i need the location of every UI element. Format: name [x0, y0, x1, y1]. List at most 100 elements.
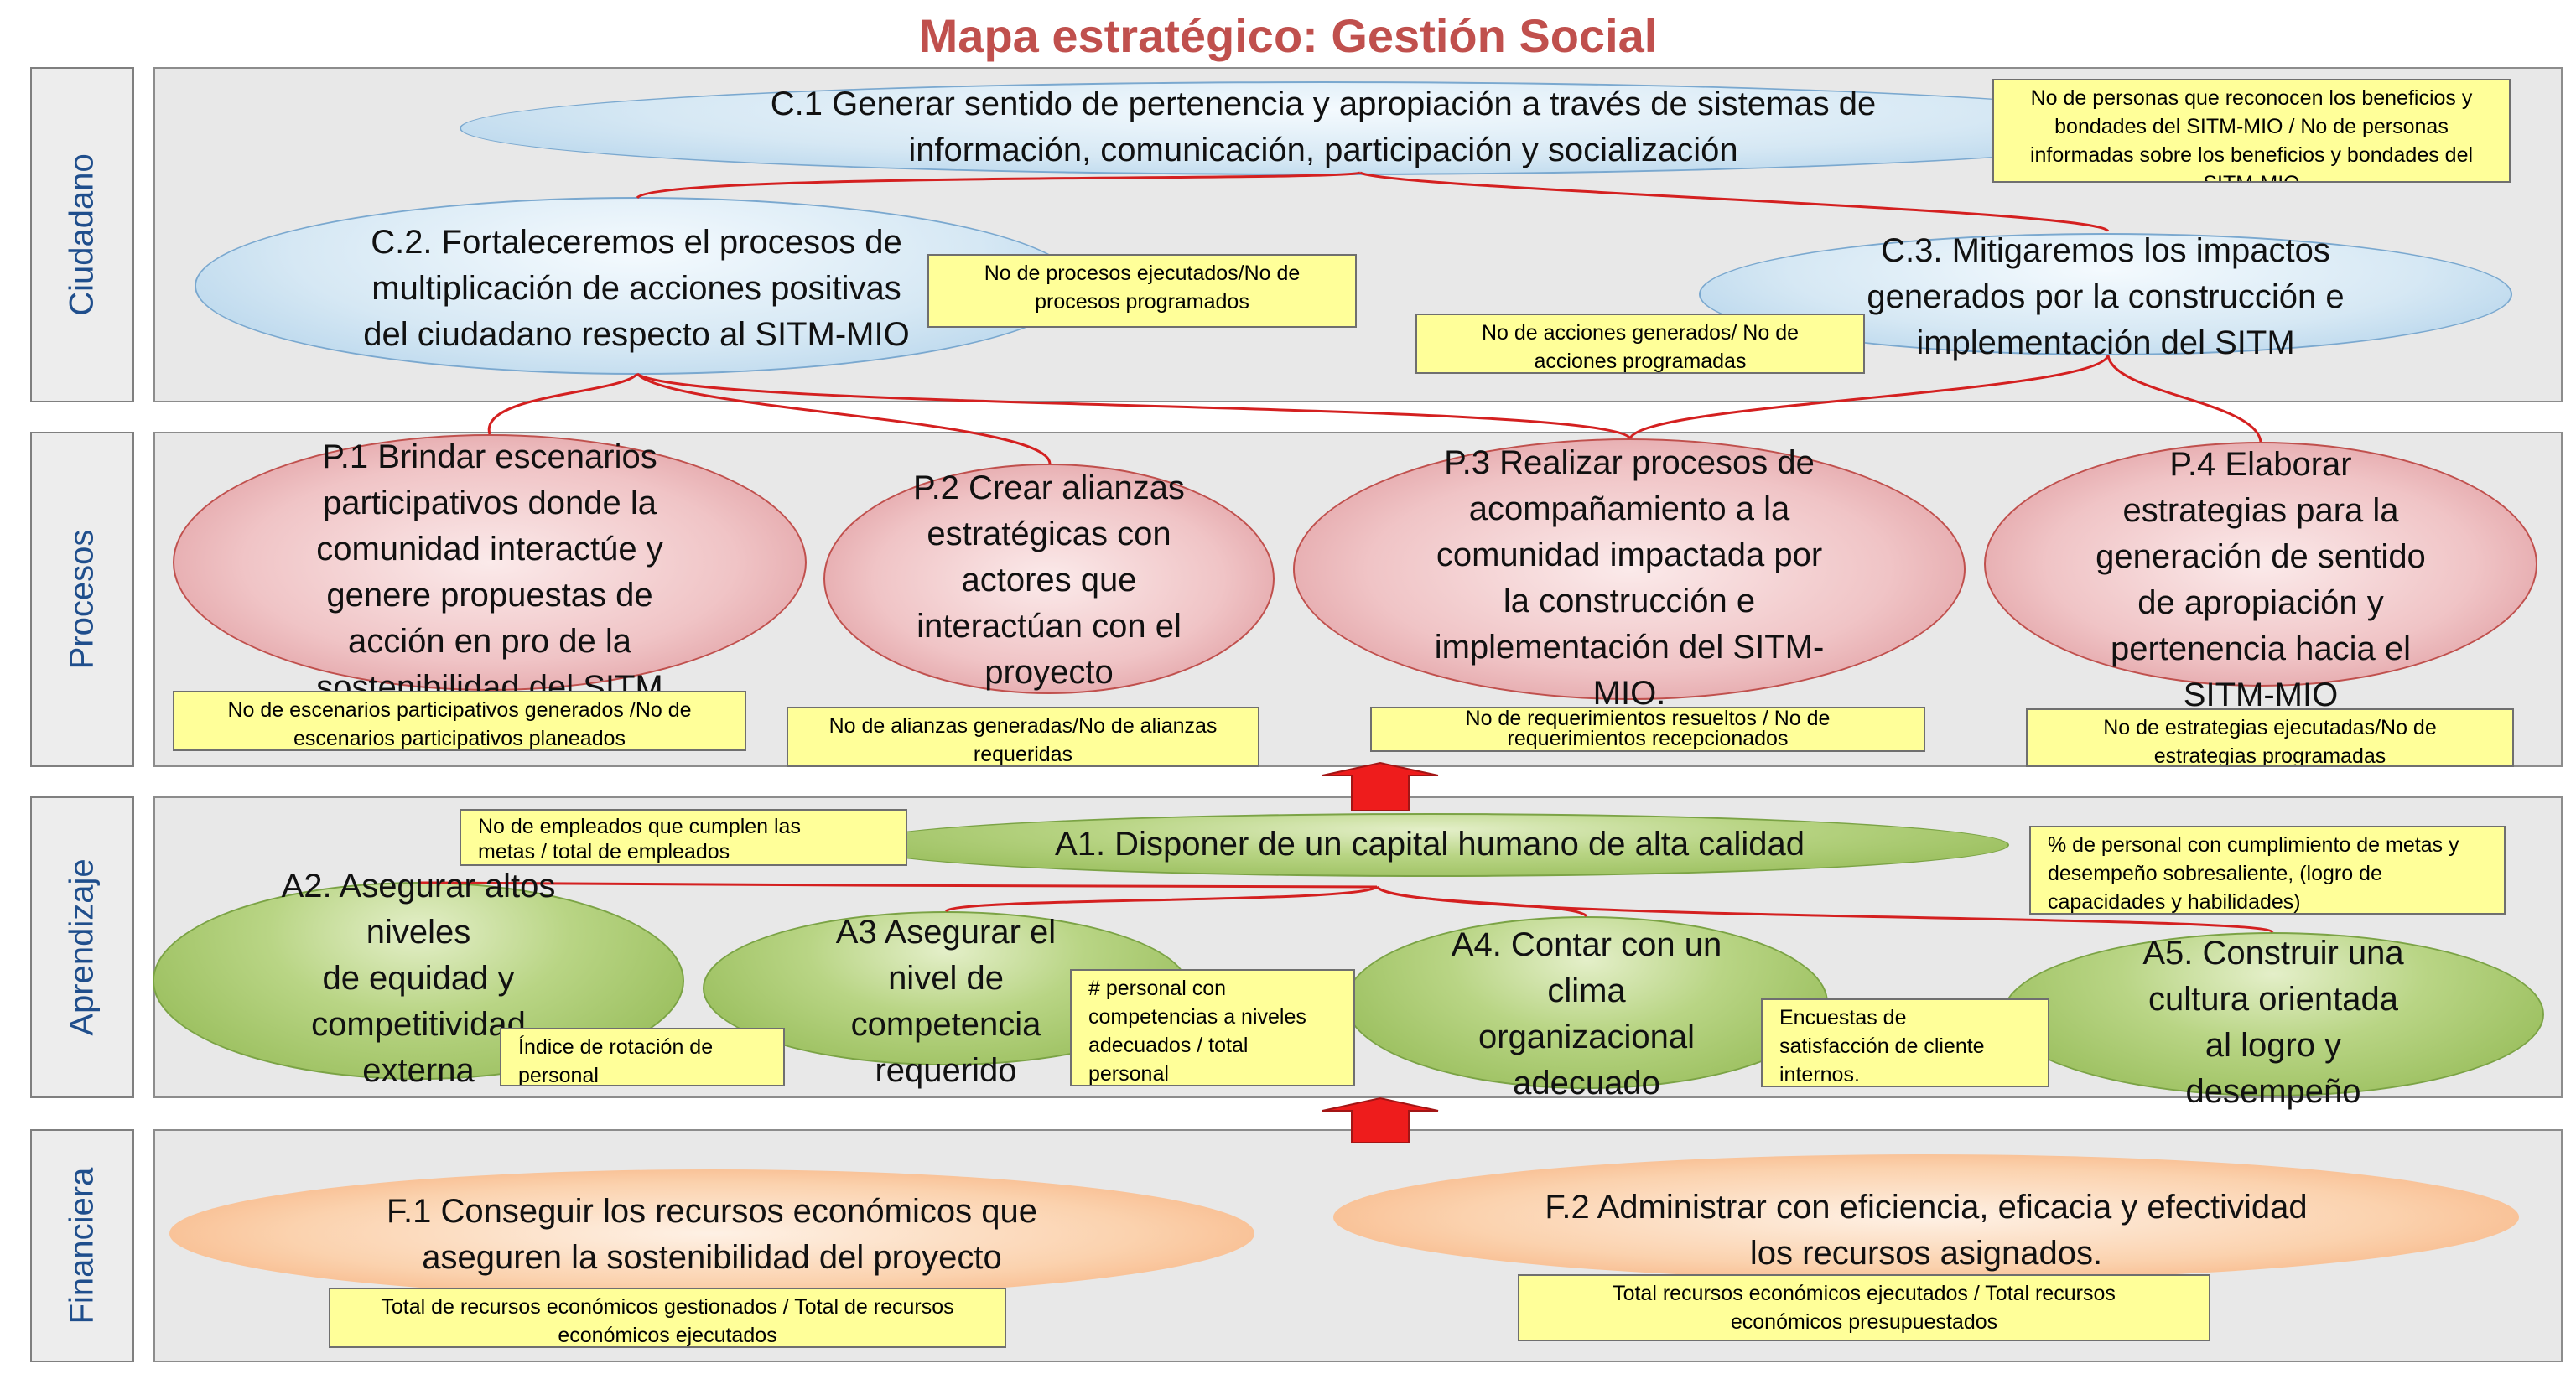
text-line: MIO. — [1592, 675, 1666, 712]
text-line: No de personas que reconocen los benefic… — [2030, 86, 2473, 110]
text-line: No de procesos ejecutados/No de — [984, 262, 1301, 285]
text-line: implementación del SITM- — [1434, 629, 1825, 666]
text-line: satisfacción de cliente — [1779, 1034, 1985, 1058]
connector-c3-c1 — [1359, 171, 2110, 233]
indicator-a5: % de personal con cumplimiento de metas … — [2029, 826, 2506, 915]
text-line: P.1 Brindar escenarios — [322, 438, 657, 475]
text-line: la construcción e — [1503, 583, 1756, 620]
text-line: los recursos asignados. — [1749, 1235, 2103, 1272]
text-line: proyecto — [984, 654, 1114, 691]
text-line: nivel de — [888, 960, 1004, 997]
text-line: requerido — [875, 1052, 1017, 1089]
objective-c1-ellipse — [460, 81, 2187, 175]
connector-p4-c3 — [2106, 355, 2262, 443]
objective-p3-ellipse — [1293, 438, 1966, 700]
text-line: No de alianzas generadas/No de alianzas — [828, 714, 1218, 738]
text-line: No de empleados que cumplen las — [478, 815, 801, 838]
text-line: bondades del SITM-MIO / No de personas — [2054, 115, 2449, 138]
indicator-a4: Encuestas de satisfacción de cliente int… — [1761, 998, 2049, 1087]
text-line: No de escenarios participativos generado… — [227, 698, 692, 722]
objective-p1-text: P.1 Brindar escenarios participativos do… — [173, 434, 807, 711]
objective-a5-ellipse — [2002, 932, 2544, 1096]
text-line: al logro y — [2205, 1027, 2342, 1064]
text-line: de apropiación y — [2137, 584, 2384, 621]
text-line: requeridas — [973, 743, 1073, 766]
objective-a1-ellipse — [850, 813, 2009, 877]
indicator-a3: # personal con competencias a niveles ad… — [1070, 969, 1355, 1086]
indicator-p3: No de requerimientos resueltos / No de r… — [1370, 707, 1925, 752]
text-line: P.3 Realizar procesos de — [1444, 444, 1815, 481]
connector-c2-c1 — [636, 171, 1361, 200]
text-line: informadas sobre los beneficios y bondad… — [2029, 143, 2474, 167]
page-title: Mapa estratégico: Gestión Social — [918, 9, 1658, 62]
indicator-c2: No de procesos ejecutados/No de procesos… — [927, 254, 1357, 328]
text-line: C.1 Generar sentido de pertenencia y apr… — [770, 86, 1877, 122]
objective-c1-text: C.1 Generar sentido de pertenencia y apr… — [460, 81, 2187, 174]
text-line: SITM-MIO — [2001, 169, 2502, 181]
indicator-p1: No de escenarios participativos generado… — [173, 691, 746, 751]
text-line: clima — [1547, 972, 1626, 1009]
text-line: A1. Disponer de un capital humano de alt… — [1055, 826, 1805, 863]
objective-a4-text: A4. Contar con un clima organizacional a… — [1345, 922, 1828, 1107]
text-line: Índice de rotación de — [518, 1035, 714, 1059]
text-line: competencias a niveles — [1088, 1005, 1306, 1029]
text-line: procesos programados — [1035, 290, 1249, 314]
text-line: del ciudadano respecto al SITM-MIO — [363, 316, 910, 353]
text-line: estratégicas con — [927, 516, 1171, 552]
perspective-label-financiera: Financiera — [30, 1129, 134, 1362]
objective-f1-ellipse — [169, 1169, 1254, 1298]
objective-p3-text: P.3 Realizar procesos de acompañamiento … — [1293, 440, 1966, 717]
text-line: requerimientos recepcionados — [1507, 727, 1789, 750]
connector-a5-a1 — [1375, 885, 2274, 934]
text-line: acompañamiento a la — [1468, 490, 1790, 527]
objective-f2-text: F.2 Administrar con eficiencia, eficacia… — [1333, 1185, 2519, 1277]
connector-a4-a1 — [1375, 885, 1588, 918]
indicator-c1: No de personas que reconocen los benefic… — [1992, 79, 2511, 183]
text-line: implementación del SITM — [1916, 324, 2295, 361]
text-line: interactúan con el — [917, 608, 1182, 645]
connector-a2-a1 — [418, 881, 1378, 889]
text-line: generación de sentido — [2096, 538, 2426, 575]
perspective-label-ciudadano: Ciudadano — [30, 67, 134, 402]
objective-a4-ellipse — [1345, 916, 1828, 1089]
text-line: comunidad impactada por — [1436, 537, 1823, 573]
text-line: A3 Asegurar el — [835, 914, 1057, 951]
text-line: acción en pro de la — [347, 623, 631, 660]
text-line: No de estrategias ejecutadas/No de — [2103, 716, 2437, 739]
text-line: A5. Construir una — [2142, 935, 2404, 972]
connector-p2-c2 — [636, 372, 1052, 464]
indicator-f2: Total recursos económicos ejecutados / T… — [1518, 1274, 2210, 1341]
objective-p1-ellipse — [173, 434, 807, 691]
arrow-up-icon — [1322, 1096, 1439, 1143]
connector-a3-a1 — [944, 885, 1378, 913]
indicator-a2: Índice de rotación de personal — [500, 1028, 785, 1086]
text-line: niveles — [366, 914, 471, 951]
objective-p2-ellipse — [823, 464, 1275, 694]
text-line: generados por la construcción e — [1867, 278, 2345, 315]
text-line: C.2. Fortaleceremos el procesos de — [371, 224, 902, 261]
text-line: de equidad y — [322, 960, 515, 997]
objective-f2-ellipse — [1333, 1154, 2519, 1280]
text-line: adecuado — [1513, 1065, 1660, 1102]
indicator-p2: No de alianzas generadas/No de alianzas … — [787, 707, 1259, 767]
arrow-up-icon — [1322, 761, 1439, 811]
text-line: metas / total de empleados — [478, 840, 730, 863]
text-line: F.2 Administrar con eficiencia, eficacia… — [1545, 1189, 2308, 1226]
text-line: desempeño — [2185, 1073, 2361, 1110]
connector-p1-c2 — [487, 372, 639, 435]
text-line: participativos donde la — [322, 485, 657, 521]
text-line: desempeño sobresaliente, (logro de — [2048, 862, 2382, 885]
text-line: Total de recursos económicos gestionados… — [381, 1295, 954, 1319]
text-line: capacidades y habilidades) — [2048, 890, 2301, 914]
objective-f1-text: F.1 Conseguir los recursos económicos qu… — [169, 1189, 1254, 1281]
text-line: # personal con — [1088, 977, 1227, 1000]
text-line: estrategias para la — [2122, 492, 2399, 529]
text-line: pertenencia hacia el — [2110, 630, 2412, 667]
text-line: % de personal con cumplimiento de metas … — [2048, 833, 2459, 857]
text-line: competencia — [850, 1006, 1041, 1043]
text-line: personal — [518, 1064, 599, 1086]
text-line: Total recursos económicos ejecutados / T… — [1613, 1282, 2116, 1305]
text-line: competitividad — [311, 1006, 526, 1043]
text-line: P.4 Elaborar — [2169, 446, 2352, 483]
indicator-a1: No de empleados que cumplen las metas / … — [460, 809, 907, 866]
